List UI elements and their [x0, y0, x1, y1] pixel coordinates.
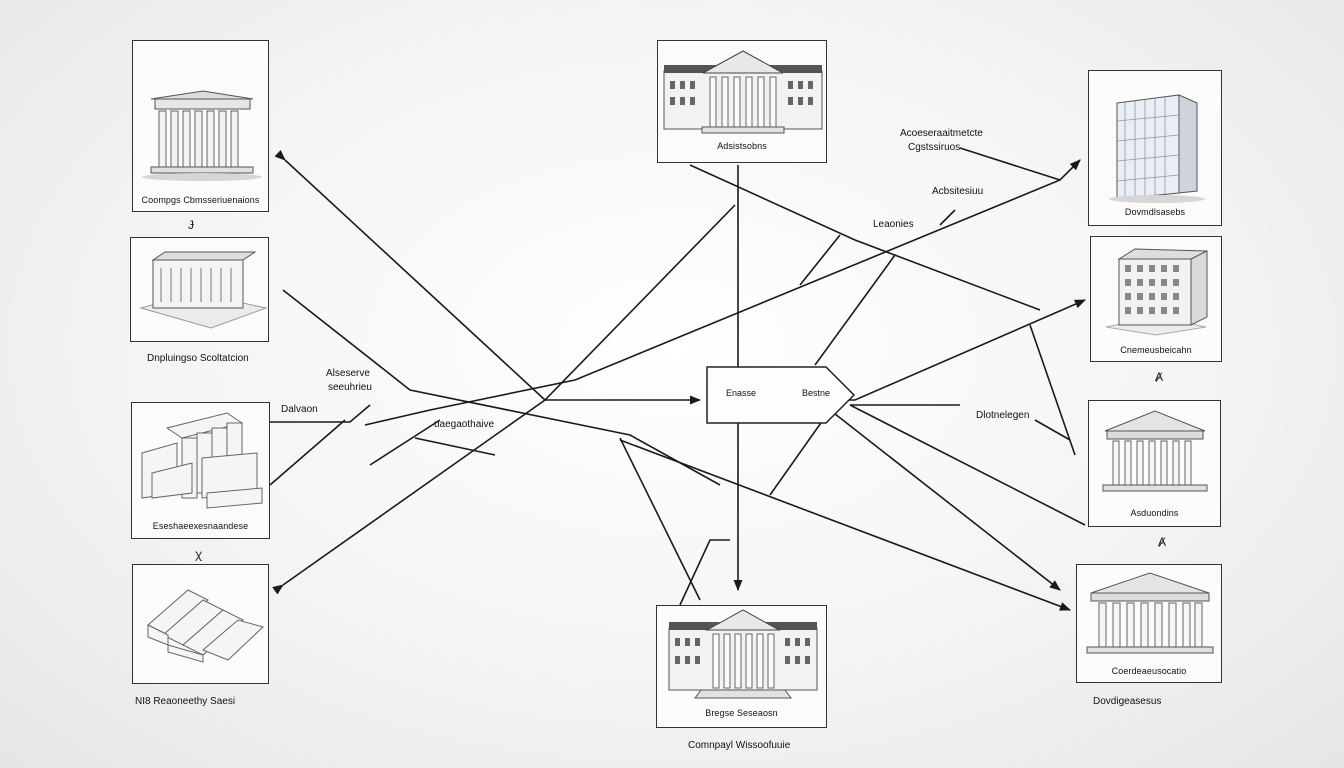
building-card-left-1[interactable]: Coompgs Cbmsseriuenaions: [132, 40, 269, 212]
building-block-icon: [139, 251, 268, 329]
wire-11: [799, 234, 841, 286]
card-caption: Dovmdlsasebs: [1124, 207, 1186, 217]
building-card-right-4[interactable]: Coerdeaeusocatio: [1076, 564, 1222, 683]
building-card-left-3[interactable]: Eseshaeexesnaandese: [131, 402, 270, 539]
annotation-label: Acoeseraaitmetcte: [900, 128, 983, 139]
card-caption: Cnemeusbeicahn: [1120, 345, 1192, 355]
caption-bottom-center: Comnpayl Wissoofuuie: [688, 740, 791, 751]
wire-5: [369, 419, 441, 466]
building-card-right-2[interactable]: Cnemeusbeicahn: [1090, 236, 1222, 362]
capitol-building-icon: [668, 609, 818, 699]
annotation-label: seeuhrieu: [328, 382, 372, 393]
card-caption: Coompgs Cbmsseriuenaions: [141, 195, 260, 205]
stacked-books-icon: [141, 412, 263, 509]
wire-16: [849, 404, 1086, 526]
building-card-left-2[interactable]: [130, 237, 269, 342]
wire-18: [1029, 324, 1076, 456]
caption-left-2: Dnpluingso Scoltatcion: [147, 353, 249, 364]
small-glyph-mark: ꭓ: [195, 547, 202, 561]
capitol-building-icon: [663, 50, 823, 134]
annotation-label: Alseserve: [326, 368, 370, 379]
annotation-label: Cgstssiruos: [908, 142, 961, 153]
small-glyph-mark: Ⱥ: [1158, 535, 1167, 549]
card-caption: Adsistsobns: [717, 141, 767, 151]
card-caption: Coerdeaeusocatio: [1111, 666, 1187, 676]
caption-right-4: Dovdigeasesus: [1093, 696, 1162, 707]
building-card-top-center[interactable]: Adsistsobns: [657, 40, 827, 163]
wire-17: [619, 439, 1072, 611]
wire-21: [939, 209, 956, 226]
classical-temple-icon: [142, 90, 262, 181]
wire-6: [272, 204, 736, 595]
wire-10: [619, 437, 701, 601]
wire-7: [689, 164, 1041, 311]
annotation-label: Leaonies: [873, 219, 914, 230]
building-card-left-4[interactable]: [132, 564, 269, 684]
office-building-icon: [1105, 248, 1208, 336]
wire-19: [1034, 419, 1071, 441]
wire-14: [769, 408, 1061, 591]
annotation-label: uaegaothaive: [434, 419, 495, 430]
building-card-bottom-center[interactable]: Bregse Seseaosn: [656, 605, 827, 728]
wire-24: [414, 437, 496, 456]
skyscraper-icon: [1109, 94, 1205, 203]
annotation-label: Acbsitesiuu: [932, 186, 984, 197]
classical-temple-icon: [1102, 410, 1208, 492]
wire-1: [274, 149, 546, 401]
building-card-right-3[interactable]: Asduondins: [1088, 400, 1221, 527]
small-glyph-mark: Ⱥ: [1155, 370, 1164, 384]
hub-right-text: Bestne: [802, 388, 831, 398]
card-caption: Eseshaeexesnaandese: [152, 521, 249, 531]
card-caption: Bregse Seseaosn: [705, 708, 778, 718]
central-hub-node[interactable]: Enasse Bestne: [706, 366, 856, 424]
small-glyph-mark: Ɉ: [188, 218, 194, 232]
card-caption: Asduondins: [1130, 508, 1179, 518]
hub-shape: [706, 366, 856, 424]
wire-20: [959, 147, 1061, 181]
wire-9: [679, 539, 730, 606]
wire-23: [269, 419, 346, 486]
annotation-label: Dalvaon: [281, 404, 318, 415]
stacked-books-icon: [147, 589, 264, 663]
caption-left-4: NI8 Reaoneethy Saesi: [135, 696, 236, 707]
wire-13: [830, 299, 1087, 401]
hub-left-text: Enasse: [726, 388, 757, 398]
wire-12: [814, 254, 896, 366]
classical-temple-icon: [1086, 572, 1214, 654]
building-card-right-1[interactable]: Dovmdlsasebs: [1088, 70, 1222, 226]
annotation-label: Dlotnelegen: [976, 410, 1030, 421]
